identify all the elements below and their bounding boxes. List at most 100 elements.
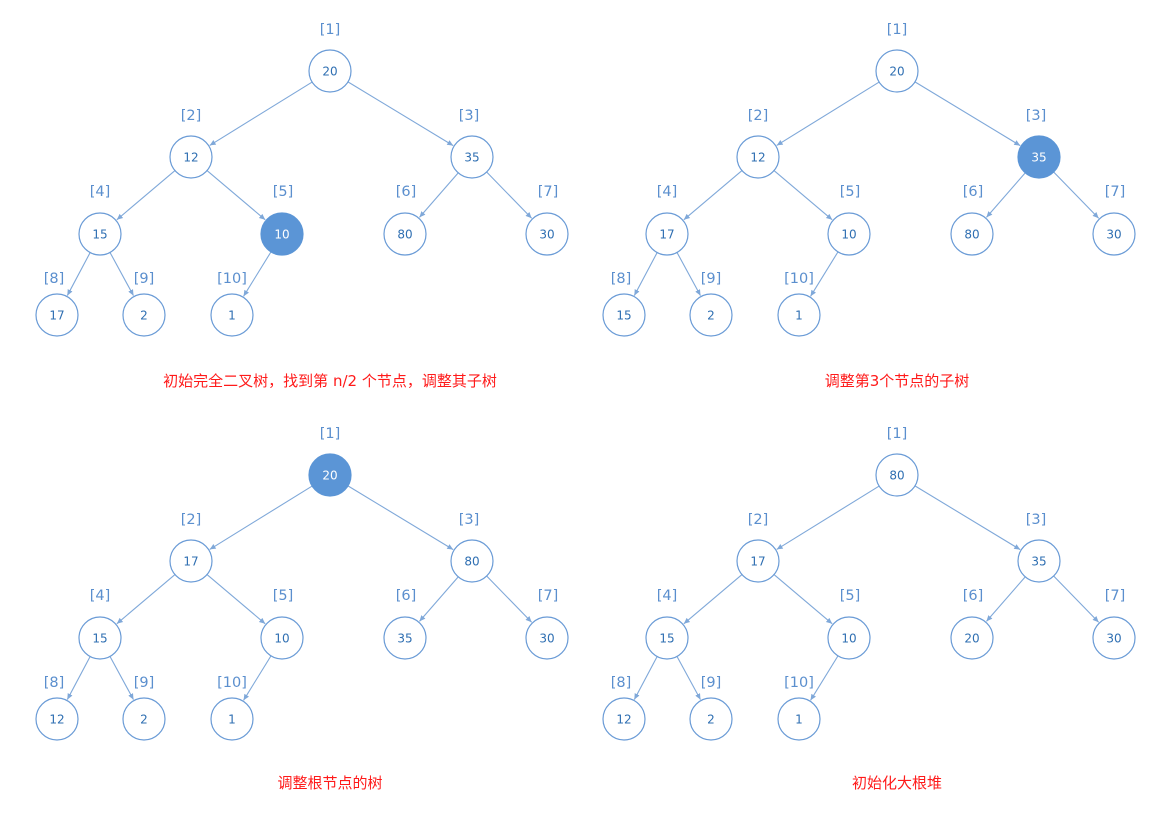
- node-circle: [169, 135, 213, 179]
- node-index-label: [5]: [273, 588, 294, 604]
- node-index-label: [8]: [611, 675, 632, 691]
- tree-edge-1-3: [347, 485, 454, 551]
- node-index-label: [3]: [459, 108, 480, 124]
- node-index-label: [5]: [840, 184, 861, 200]
- node-circle: [383, 616, 427, 660]
- node-index-label: [2]: [748, 512, 769, 528]
- tree-edge-4-8: [66, 656, 91, 700]
- node-value: 17: [49, 309, 64, 323]
- node-circle: [525, 212, 569, 256]
- tree-edge-2-5: [206, 574, 266, 625]
- node-value: 20: [322, 469, 337, 483]
- node-value: 80: [464, 555, 479, 569]
- tree-edge-1-3: [347, 81, 454, 147]
- node-index-label: [8]: [44, 675, 65, 691]
- node-index-label: [8]: [611, 271, 632, 287]
- node-index-label: [8]: [44, 271, 65, 287]
- node-circle: [950, 212, 994, 256]
- node-value: 80: [964, 228, 979, 242]
- panel-caption: 初始化大根堆: [852, 774, 942, 792]
- node-value: 30: [1106, 228, 1121, 242]
- heap-panel-2: 20[1]12[2]35[3]17[4]10[5]80[6]30[7]15[8]…: [602, 22, 1136, 390]
- node-circle: [645, 616, 689, 660]
- tree-edge-1-2: [776, 81, 880, 146]
- node-index-label: [6]: [396, 588, 417, 604]
- node-value: 1: [228, 309, 236, 323]
- node-value: 20: [964, 632, 979, 646]
- node-index-label: [7]: [1105, 588, 1126, 604]
- node-circle: [78, 212, 122, 256]
- highlighted-node-circle: [308, 453, 352, 497]
- tree-edge-1-3: [914, 81, 1021, 147]
- node-index-label: [3]: [459, 512, 480, 528]
- node-index-label: [4]: [90, 588, 111, 604]
- node-circle: [525, 616, 569, 660]
- node-value: 2: [140, 309, 148, 323]
- node-circle: [308, 49, 352, 93]
- node-value: 20: [322, 65, 337, 79]
- node-index-label: [6]: [963, 588, 984, 604]
- tree-edge-3-7: [486, 575, 533, 623]
- node-circle: [35, 697, 79, 741]
- node-index-label: [5]: [273, 184, 294, 200]
- tree-edge-3-6: [986, 172, 1026, 218]
- node-index-label: [2]: [181, 108, 202, 124]
- tree-edge-4-9: [109, 656, 134, 700]
- node-value: 30: [539, 632, 554, 646]
- node-value: 10: [841, 632, 856, 646]
- node-index-label: [7]: [538, 588, 559, 604]
- node-circle: [210, 697, 254, 741]
- node-value: 12: [616, 713, 631, 727]
- node-index-label: [2]: [748, 108, 769, 124]
- node-value: 30: [1106, 632, 1121, 646]
- node-circle: [875, 49, 919, 93]
- node-value: 12: [750, 151, 765, 165]
- node-index-label: [9]: [701, 675, 722, 691]
- node-circle: [450, 539, 494, 583]
- tree-edge-3-6: [986, 576, 1026, 622]
- tree-edge-4-8: [66, 252, 91, 296]
- node-circle: [602, 697, 646, 741]
- node-value: 12: [49, 713, 64, 727]
- highlighted-node-circle: [260, 212, 304, 256]
- node-circle: [1092, 212, 1136, 256]
- node-index-label: [6]: [396, 184, 417, 200]
- node-value: 17: [659, 228, 674, 242]
- node-value: 20: [889, 65, 904, 79]
- node-index-label: [1]: [320, 426, 341, 442]
- node-value: 35: [1031, 555, 1046, 569]
- node-circle: [1017, 539, 1061, 583]
- tree-edge-1-2: [209, 485, 313, 550]
- node-value: 1: [228, 713, 236, 727]
- node-circle: [78, 616, 122, 660]
- node-value: 17: [183, 555, 198, 569]
- tree-edge-3-7: [1053, 575, 1100, 623]
- tree-edge-3-6: [419, 576, 459, 622]
- node-value: 15: [92, 632, 107, 646]
- node-index-label: [9]: [134, 675, 155, 691]
- tree-edge-3-7: [1053, 171, 1100, 219]
- node-value: 12: [183, 151, 198, 165]
- node-index-label: [9]: [701, 271, 722, 287]
- node-circle: [689, 697, 733, 741]
- node-index-label: [2]: [181, 512, 202, 528]
- highlighted-node-circle: [1017, 135, 1061, 179]
- node-circle: [450, 135, 494, 179]
- tree-edge-1-2: [776, 485, 880, 550]
- node-value: 35: [464, 151, 479, 165]
- tree-edge-2-5: [206, 170, 266, 221]
- tree-edge-2-5: [773, 170, 833, 221]
- node-circle: [35, 293, 79, 337]
- node-circle: [827, 616, 871, 660]
- node-value: 80: [397, 228, 412, 242]
- node-circle: [383, 212, 427, 256]
- node-value: 10: [841, 228, 856, 242]
- panel-caption: 调整第3个节点的子树: [825, 372, 970, 390]
- node-value: 1: [795, 713, 803, 727]
- node-value: 1: [795, 309, 803, 323]
- node-index-label: [10]: [217, 271, 247, 287]
- node-index-label: [1]: [887, 426, 908, 442]
- tree-edge-2-5: [773, 574, 833, 625]
- node-index-label: [9]: [134, 271, 155, 287]
